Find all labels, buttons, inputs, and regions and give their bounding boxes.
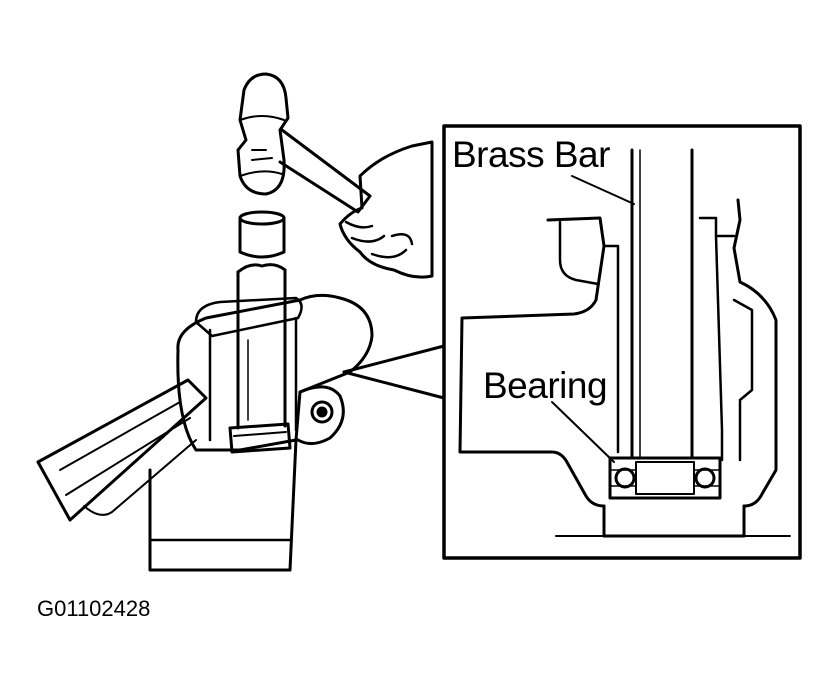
brass-bar-detail	[630, 148, 694, 460]
label-leaders	[551, 175, 635, 463]
hammer	[236, 72, 372, 214]
callout-leader	[342, 344, 446, 400]
housing-section	[458, 198, 791, 538]
bar-cap-piece	[238, 210, 286, 259]
steering-gear-housing	[36, 293, 374, 572]
detail-frame	[442, 124, 802, 560]
figure-code-label: G01102428	[37, 596, 151, 621]
hand	[338, 140, 434, 279]
brass-bar-overview	[236, 263, 287, 430]
bearing-label: Bearing	[483, 365, 608, 406]
brass-bar-label: Brass Bar	[452, 134, 610, 175]
bearing-detail	[608, 456, 722, 500]
